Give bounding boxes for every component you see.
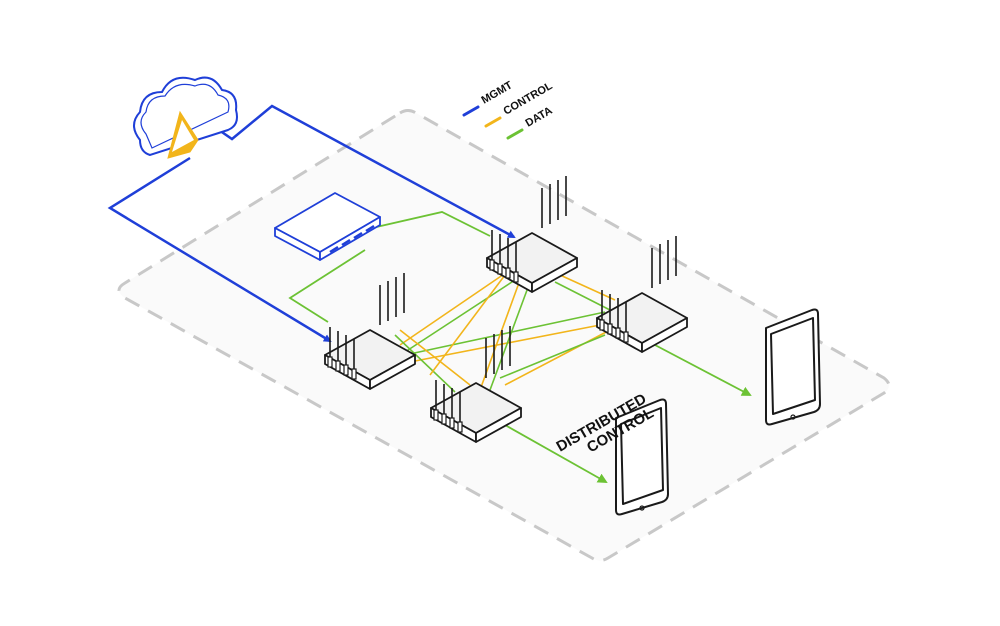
tablet-icon	[615, 398, 669, 516]
access-point-icon	[486, 176, 578, 293]
cloud-icon	[133, 76, 238, 159]
data-link	[504, 424, 608, 483]
data-link	[371, 211, 491, 237]
tablet-icon	[765, 308, 821, 426]
mgmt-link	[107, 156, 332, 343]
data-link	[654, 344, 752, 396]
network-switch-icon	[274, 192, 381, 261]
data-link	[288, 249, 366, 323]
access-point-icon	[596, 236, 688, 353]
mgmt-link	[215, 104, 516, 239]
legend-label: DATA	[524, 105, 555, 130]
legend: MGMT CONTROL DATA	[462, 79, 555, 140]
access-point-icon	[324, 273, 416, 390]
access-point-icon	[430, 326, 522, 443]
